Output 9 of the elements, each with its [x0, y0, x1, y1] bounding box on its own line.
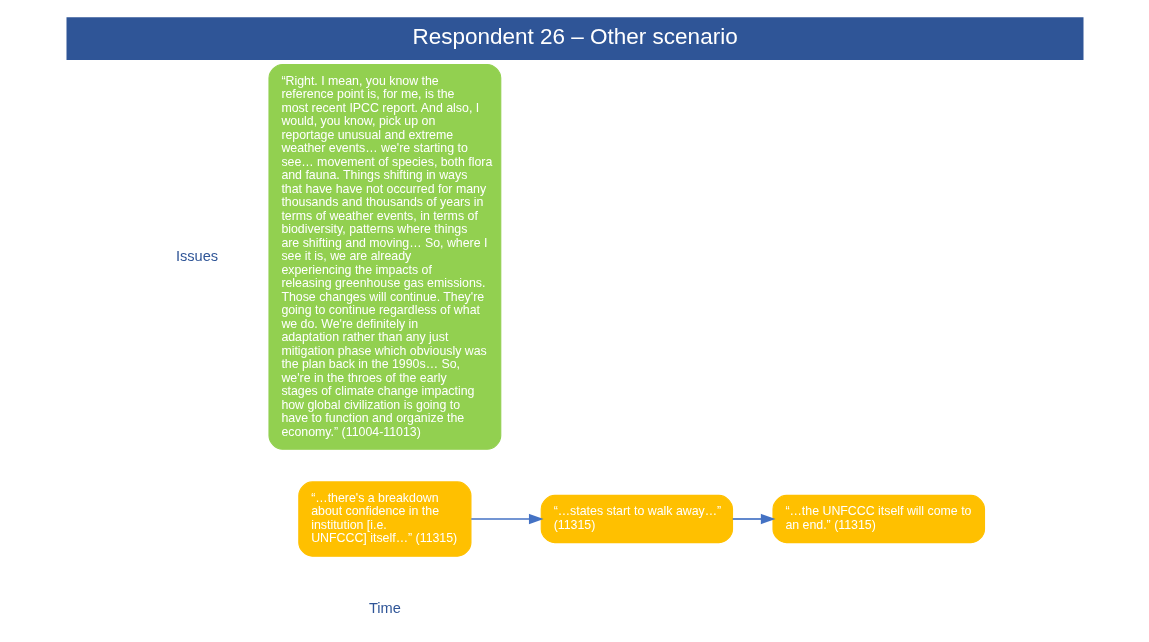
node-box: “…the UNFCCC itself will come to an end.” (11315): [771, 494, 985, 544]
diagram-title: Respondent 26 – Other scenario: [411, 24, 738, 50]
node-box: “Right. I mean, you know the reference point is, for me, is the most recent IPCC report. And also, I would, you know, pick up on reportage unusual and extreme weather events… we're starting to see… movement of species, both flora and fauna. Things shifting in ways that have have not occurred for many thousands and thousands of years in terms of weather events, in terms of biodiversity, patterns where things are shifting and moving… So, where I see it is, we are already experiencing the impacts of releasing greenhouse gas emissions. Those changes will continue. They're going to continue regardless of what we do. We're definitely in adaptation rather than any just mitigation phase which obviously was the plan back in the 1990s… So, we're in the throes of the early stages of climate change impacting how global civilization is going to have to function and organize the economy.” (11004-11013): [267, 63, 501, 450]
label: Time: [368, 599, 401, 616]
node-box: “…states start to walk away…” (11315): [540, 494, 733, 544]
arrow: [469, 513, 544, 525]
label: Issues: [175, 247, 218, 264]
node-box: “…there's a breakdown about confidence in the institution [i.e. UNFCCC] itself…” (11315): [297, 481, 471, 557]
arrow: [731, 513, 775, 525]
